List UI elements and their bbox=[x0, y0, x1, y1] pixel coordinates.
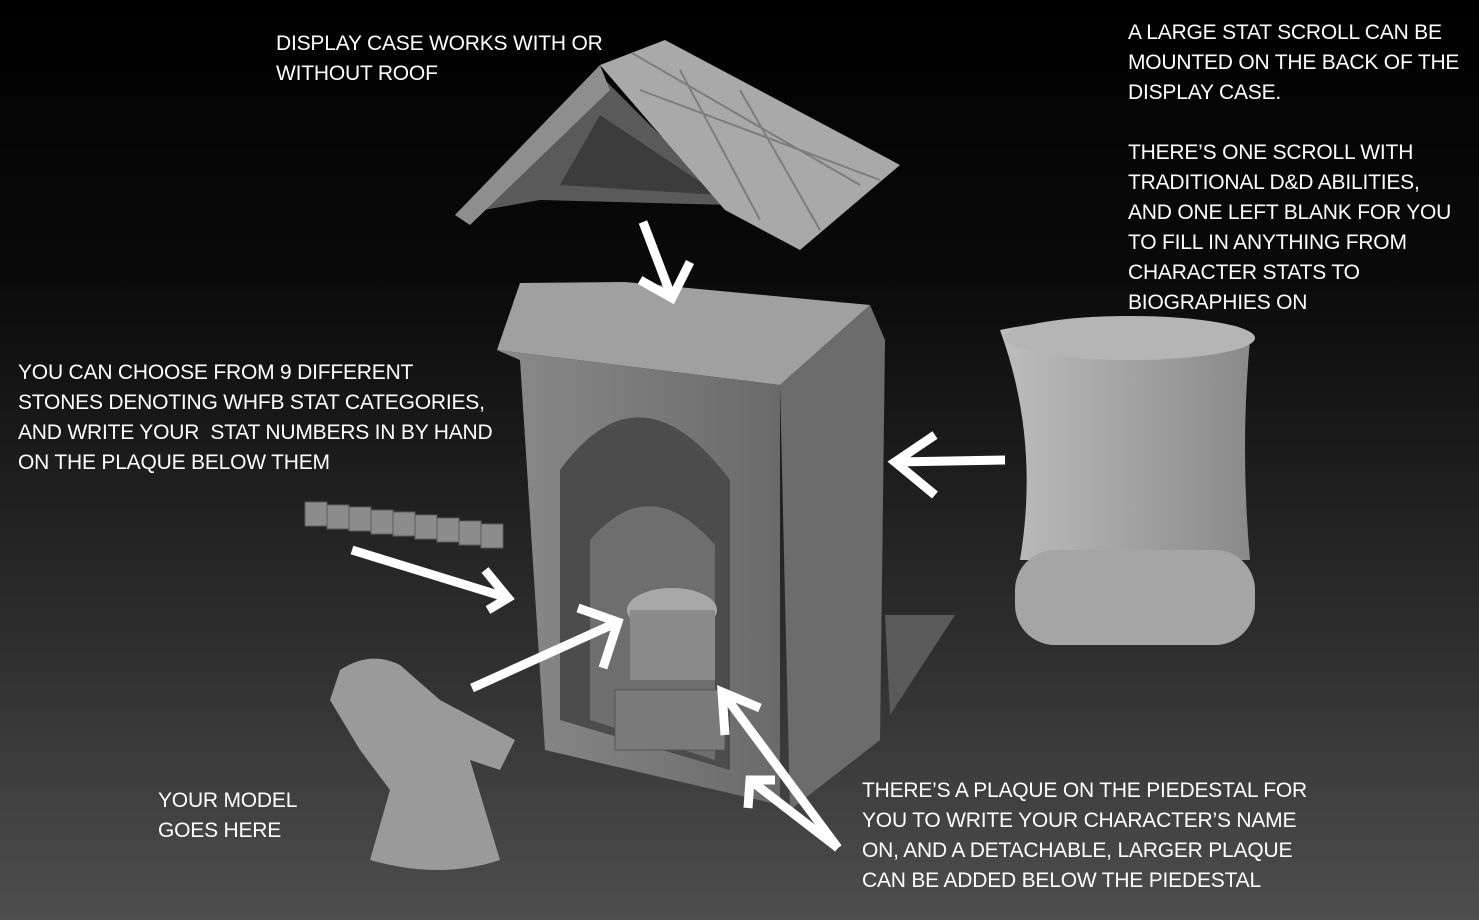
note-line: TO FILL IN ANYTHING FROM bbox=[1128, 231, 1407, 254]
model-note: YOUR MODEL GOES HERE bbox=[158, 786, 297, 846]
note-line: MOUNTED ON THE BACK OF THE bbox=[1128, 51, 1460, 74]
note-line: WITHOUT ROOF bbox=[276, 62, 438, 85]
note-spacer bbox=[1128, 108, 1459, 138]
stat-stones bbox=[304, 501, 504, 549]
arrow-stones bbox=[350, 545, 515, 614]
arrow-roof bbox=[637, 220, 695, 305]
roof bbox=[455, 40, 900, 250]
stones-note: YOU CAN CHOOSE FROM 9 DIFFERENT STONES D… bbox=[18, 358, 493, 478]
note-line: DISPLAY CASE WORKS WITH OR bbox=[276, 32, 603, 55]
note-line: CHARACTER STATS TO bbox=[1128, 261, 1360, 284]
note-line: ON THE PLAQUE BELOW THEM bbox=[18, 451, 330, 474]
plaque-note: THERE’S A PLAQUE ON THE PIEDESTAL FOR YO… bbox=[862, 776, 1307, 896]
note-line: AND ONE LEFT BLANK FOR YOU bbox=[1128, 201, 1452, 224]
note-line: THERE’S ONE SCROLL WITH bbox=[1128, 141, 1414, 164]
note-line: TRADITIONAL D&D ABILITIES, bbox=[1128, 171, 1420, 194]
note-line: ON, AND A DETACHABLE, LARGER PLAQUE bbox=[862, 839, 1293, 862]
note-line: GOES HERE bbox=[158, 819, 282, 842]
arrows bbox=[350, 220, 1006, 852]
arrow-scroll bbox=[887, 431, 1006, 499]
stat-scroll bbox=[1000, 316, 1255, 645]
scroll-note: A LARGE STAT SCROLL CAN BE MOUNTED ON TH… bbox=[1128, 18, 1459, 318]
note-line: A LARGE STAT SCROLL CAN BE bbox=[1128, 21, 1442, 44]
model-silhouette bbox=[330, 658, 515, 870]
note-line: AND WRITE YOUR STAT NUMBERS IN BY HAND bbox=[18, 421, 493, 444]
note-line: STONES DENOTING WHFB STAT CATEGORIES, bbox=[18, 391, 485, 414]
arrow-plaque-top bbox=[717, 685, 842, 851]
roof-note: DISPLAY CASE WORKS WITH OR WITHOUT ROOF bbox=[276, 29, 603, 89]
note-line: YOU CAN CHOOSE FROM 9 DIFFERENT bbox=[18, 361, 414, 384]
note-line: YOUR MODEL bbox=[158, 789, 298, 812]
note-line: THERE’S A PLAQUE ON THE PIEDESTAL FOR bbox=[862, 779, 1307, 802]
arrow-plaque-bottom bbox=[743, 775, 841, 852]
note-line: DISPLAY CASE. bbox=[1128, 81, 1282, 104]
note-line: CAN BE ADDED BELOW THE PIEDESTAL bbox=[862, 869, 1261, 892]
note-line: YOU TO WRITE YOUR CHARACTER’S NAME bbox=[862, 809, 1297, 832]
note-line: BIOGRAPHIES ON bbox=[1128, 291, 1308, 314]
arrow-pedestal bbox=[470, 603, 624, 693]
display-case bbox=[497, 282, 955, 810]
